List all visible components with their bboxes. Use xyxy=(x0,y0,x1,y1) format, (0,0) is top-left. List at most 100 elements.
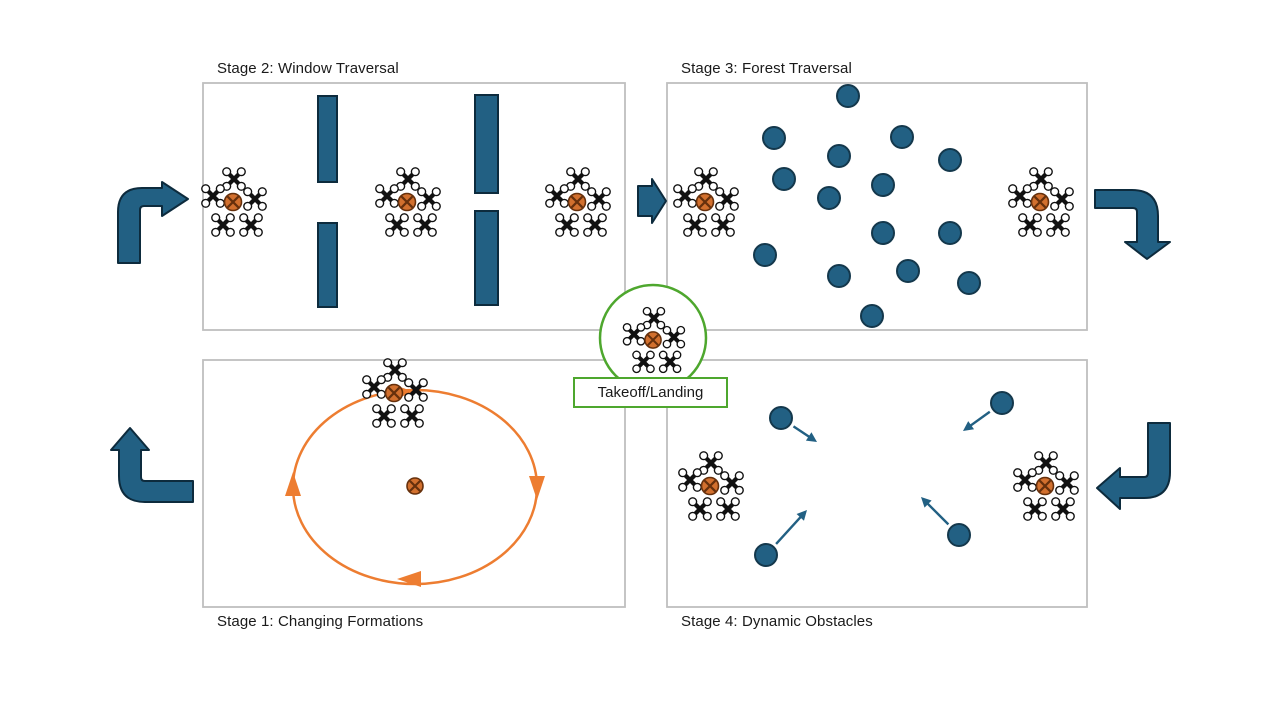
drone-icon xyxy=(1013,468,1037,492)
takeoff-zone xyxy=(598,283,708,393)
drone-swarm-formation xyxy=(375,167,441,237)
window-wall-segment xyxy=(474,94,499,194)
drone-icon xyxy=(362,375,386,399)
drone-icon xyxy=(699,451,723,475)
obstacle-circle xyxy=(754,543,778,567)
stage3-title: Stage 3: Forest Traversal xyxy=(681,60,852,77)
obstacle-velocity-line xyxy=(775,514,804,545)
tree-obstacle xyxy=(753,243,777,267)
tree-obstacle xyxy=(762,126,786,150)
drone-icon xyxy=(694,167,718,191)
drone-icon xyxy=(683,213,707,237)
stage4-content xyxy=(678,391,1079,567)
tree-obstacle xyxy=(938,148,962,172)
leader-drone-marker xyxy=(397,192,417,212)
flow-arrow-stage2-to-stage3 xyxy=(637,178,667,224)
drone-icon xyxy=(711,213,735,237)
tree-obstacle xyxy=(827,264,851,288)
drone-swarm-formation xyxy=(545,167,611,237)
path-direction-arrow xyxy=(285,472,301,496)
drone-swarm-formation xyxy=(362,358,428,428)
drone-icon xyxy=(1055,471,1079,495)
leader-drone-marker xyxy=(1030,192,1050,212)
drone-icon xyxy=(1050,187,1074,211)
window-wall-segment xyxy=(474,210,499,306)
drone-swarm-formation xyxy=(673,167,739,237)
drone-icon xyxy=(239,213,263,237)
drone-icon xyxy=(715,187,739,211)
drone-icon xyxy=(688,497,712,521)
obstacle-circle xyxy=(990,391,1014,415)
drone-swarm-formation xyxy=(678,451,744,521)
tree-obstacle xyxy=(938,221,962,245)
drone-icon xyxy=(1051,497,1075,521)
dynamic-obstacle xyxy=(769,406,817,442)
leader-drone-marker xyxy=(406,477,424,495)
leader-drone-marker xyxy=(700,476,720,496)
drone-icon xyxy=(662,325,686,349)
drone-icon xyxy=(583,213,607,237)
drone-icon xyxy=(372,404,396,428)
drone-icon xyxy=(587,187,611,211)
obstacle-velocity-line xyxy=(967,410,991,428)
drone-icon xyxy=(673,184,697,208)
drone-icon xyxy=(658,350,682,374)
flow-arrows xyxy=(110,178,1171,510)
drone-icon xyxy=(716,497,740,521)
flow-arrow-exit-stage3 xyxy=(1094,189,1171,260)
stage4-title: Stage 4: Dynamic Obstacles xyxy=(681,613,873,630)
window-wall-segment xyxy=(317,222,338,308)
tree-obstacle xyxy=(957,271,981,295)
drone-icon xyxy=(622,322,646,346)
drone-icon xyxy=(413,213,437,237)
drone-icon xyxy=(1023,497,1047,521)
flow-arrow-exit-stage1 xyxy=(110,427,194,503)
tree-obstacle xyxy=(890,125,914,149)
drone-icon xyxy=(417,187,441,211)
drone-icon xyxy=(211,213,235,237)
drone-icon xyxy=(555,213,579,237)
dynamic-obstacle xyxy=(963,391,1014,431)
drone-icon xyxy=(385,213,409,237)
tree-obstacle xyxy=(860,304,884,328)
obstacle-velocity-line xyxy=(925,501,950,526)
drone-icon xyxy=(566,167,590,191)
obstacle-velocity-arrowhead xyxy=(805,432,817,442)
drone-icon xyxy=(222,167,246,191)
tree-obstacle xyxy=(827,144,851,168)
tree-obstacle xyxy=(772,167,796,191)
stage1-content xyxy=(285,358,545,587)
drone-icon xyxy=(201,184,225,208)
window-wall-segment xyxy=(317,95,338,183)
dynamic-obstacle xyxy=(754,510,807,567)
drone-icon xyxy=(1008,184,1032,208)
leader-drone-marker xyxy=(223,192,243,212)
obstacle-velocity-line xyxy=(792,425,812,440)
flow-arrow-enter-stage2 xyxy=(117,181,189,264)
drone-icon xyxy=(545,184,569,208)
stage1-title: Stage 1: Changing Formations xyxy=(217,613,424,630)
leader-drone-marker xyxy=(384,383,404,403)
tree-obstacle xyxy=(871,221,895,245)
obstacle-velocity-arrowhead xyxy=(796,510,807,521)
leader-drone-marker xyxy=(644,331,662,349)
path-direction-arrow xyxy=(529,476,545,500)
drone-icon xyxy=(404,378,428,402)
tree-obstacle xyxy=(896,259,920,283)
tree-obstacle xyxy=(871,173,895,197)
drone-icon xyxy=(1046,213,1070,237)
tree-obstacle xyxy=(817,186,841,210)
tree-obstacle xyxy=(836,84,860,108)
drone-icon xyxy=(632,350,655,374)
drone-icon xyxy=(400,404,424,428)
drone-icon xyxy=(720,471,744,495)
drone-swarm-formation xyxy=(1008,167,1074,237)
takeoff-landing-label: Takeoff/Landing xyxy=(573,377,728,408)
drone-icon xyxy=(1018,213,1042,237)
stage2-title: Stage 2: Window Traversal xyxy=(217,60,399,77)
drone-swarm-formation xyxy=(201,167,267,237)
path-direction-arrow xyxy=(397,571,421,587)
leader-drone-marker xyxy=(1035,476,1055,496)
leader-drone-marker xyxy=(567,192,587,212)
